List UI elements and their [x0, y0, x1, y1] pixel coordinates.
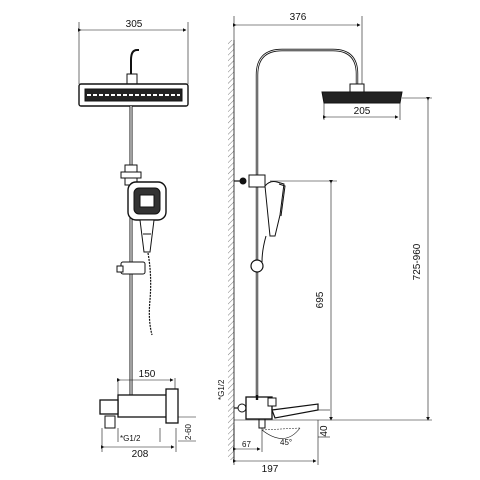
front-view	[78, 22, 196, 452]
hand-shower-handle	[139, 219, 155, 253]
angle-ref-line	[261, 427, 301, 431]
spout-outlet	[104, 415, 116, 429]
shower-hose	[147, 252, 153, 336]
side-inlet-nut	[237, 403, 247, 413]
dim-label-spout-angle: 45°	[280, 438, 292, 447]
side-slider	[250, 259, 264, 273]
slider-bracket	[120, 261, 146, 275]
side-view	[228, 16, 432, 465]
side-hand-shower-face	[278, 183, 286, 217]
valve-connector-left	[99, 399, 119, 415]
dim-label-spout-offset: 67	[242, 440, 251, 449]
dim-label-spout-reach: 197	[262, 464, 279, 475]
wall-hatch	[228, 40, 234, 460]
dim-label-spout-height: 40	[319, 425, 330, 437]
dim-label-top-width: 376	[290, 12, 307, 23]
side-diverter-outlet	[258, 419, 266, 429]
hand-shower-center	[139, 194, 155, 208]
side-hand-shower	[264, 181, 285, 237]
dim-label-valve-width: 150	[139, 369, 156, 380]
dim-label-inlet-thread-front: *G1/2	[120, 434, 141, 443]
dim-label-inlet-thread-side: *G1/2	[217, 379, 226, 400]
side-diverter	[248, 174, 266, 188]
dim-label-slider-height: 695	[315, 291, 326, 308]
angle-arc	[261, 427, 301, 439]
side-riser-arm-inner	[256, 49, 358, 400]
dim-label-head-width: 305	[126, 19, 143, 30]
diverter-collar	[120, 171, 142, 179]
side-hose	[261, 235, 267, 263]
slider-knob	[116, 265, 124, 273]
dim-label-overall-valve: 208	[132, 449, 149, 460]
arm-pipe	[130, 49, 139, 84]
side-rain-head	[321, 91, 403, 104]
side-head-connector	[349, 83, 365, 93]
side-valve-handle	[267, 397, 277, 407]
rain-head-nozzle-panel	[84, 88, 183, 102]
dim-label-inlet-offset: 2-60	[184, 423, 193, 440]
dim-label-total-height: 725-960	[412, 243, 423, 280]
mixer-handle	[165, 388, 179, 424]
side-diverter-knob	[239, 177, 247, 185]
arm-connector	[126, 73, 138, 85]
dim-label-side-head: 205	[354, 106, 371, 117]
side-spout	[271, 403, 319, 419]
